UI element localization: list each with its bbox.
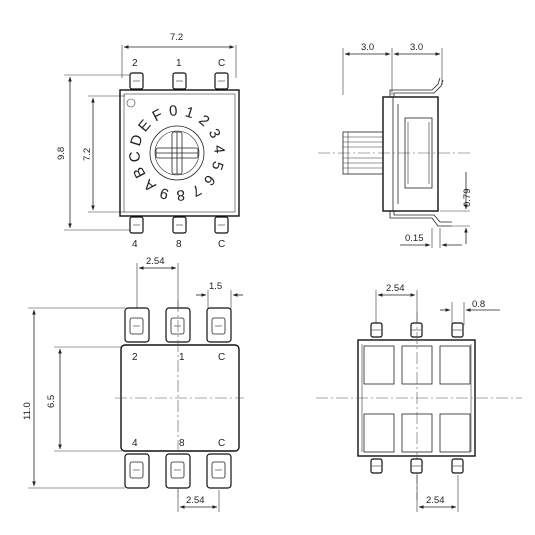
top-pin-label-2: 2 [132, 58, 138, 69]
top-pin-label-4: 4 [132, 239, 138, 250]
dial-knob [149, 125, 205, 181]
dial-char: 0 [168, 102, 178, 120]
fp-pin-label-c: C [218, 352, 225, 363]
side-body [382, 96, 439, 212]
fp-pin-label-2: 2 [132, 352, 138, 363]
dial-char: E [135, 117, 154, 136]
fp-height-outer-dim: 11.0 [22, 402, 33, 420]
footprint-view: 2.54 1.5 11.0 6.5 [22, 256, 244, 512]
dial-char: 9 [158, 184, 171, 203]
fp-pin-label-1: 1 [179, 352, 185, 363]
top-body-outline [119, 89, 240, 217]
dial-char: 6 [200, 171, 218, 188]
side-right-dim: 3.0 [410, 42, 423, 53]
dial-char: F [150, 106, 166, 125]
bv-pitch-top-dim: 2.54 [386, 283, 405, 294]
top-pins-upper [129, 72, 229, 90]
bv-pitch-bottom-dim: 2.54 [426, 495, 445, 506]
dial-char: 5 [208, 159, 227, 172]
dial-char: B [130, 164, 150, 181]
dial-char: 8 [176, 186, 186, 204]
dial-char: D [127, 133, 147, 149]
side-view: 3.0 3.0 0.79 [318, 42, 473, 248]
top-corner-mark [126, 98, 136, 108]
fp-pitch-bottom-dim: 2.54 [186, 495, 205, 506]
bv-leads-top [370, 322, 464, 338]
fp-height-inner-dim: 6.5 [46, 395, 57, 408]
top-pins-lower [129, 216, 229, 234]
dial-char: C [126, 150, 144, 162]
fp-pad-dim: 1.5 [209, 281, 222, 292]
top-pin-label-8: 8 [176, 239, 182, 250]
dial-char: 4 [210, 144, 228, 154]
top-view: 7.2 9.8 7.2 2 1 C 0 [56, 32, 240, 250]
side-lead-bottom [389, 211, 452, 227]
dial-char: 1 [183, 104, 196, 123]
side-lead-top [389, 77, 441, 97]
dial-char: 2 [195, 112, 212, 130]
top-pin-label-c: C [218, 58, 225, 69]
side-lead-dim: 0.15 [405, 233, 424, 244]
fp-pads-bottom [124, 453, 232, 489]
dial-char: A [141, 175, 160, 194]
bottom-view: 2.54 0.8 [316, 283, 522, 512]
side-standoff-dim: 0.79 [462, 189, 473, 208]
top-pin-label-c-bottom: C [218, 239, 225, 250]
bv-leads-bottom [370, 458, 464, 474]
top-width-dim: 7.2 [170, 32, 183, 43]
fp-pin-label-4: 4 [132, 438, 138, 449]
top-height-inner-dim: 7.2 [82, 148, 93, 161]
dial-char: 7 [189, 181, 204, 200]
top-height-outer-dim: 9.8 [56, 147, 67, 160]
fp-pitch-top-dim: 2.54 [146, 256, 165, 267]
top-pin-label-1: 1 [176, 58, 182, 69]
fp-pin-label-8: 8 [179, 438, 185, 449]
fp-pin-label-c-bottom: C [218, 438, 225, 449]
side-left-dim: 3.0 [361, 42, 374, 53]
dial-char: 3 [205, 126, 224, 141]
bv-gap-dim: 0.8 [472, 299, 485, 310]
